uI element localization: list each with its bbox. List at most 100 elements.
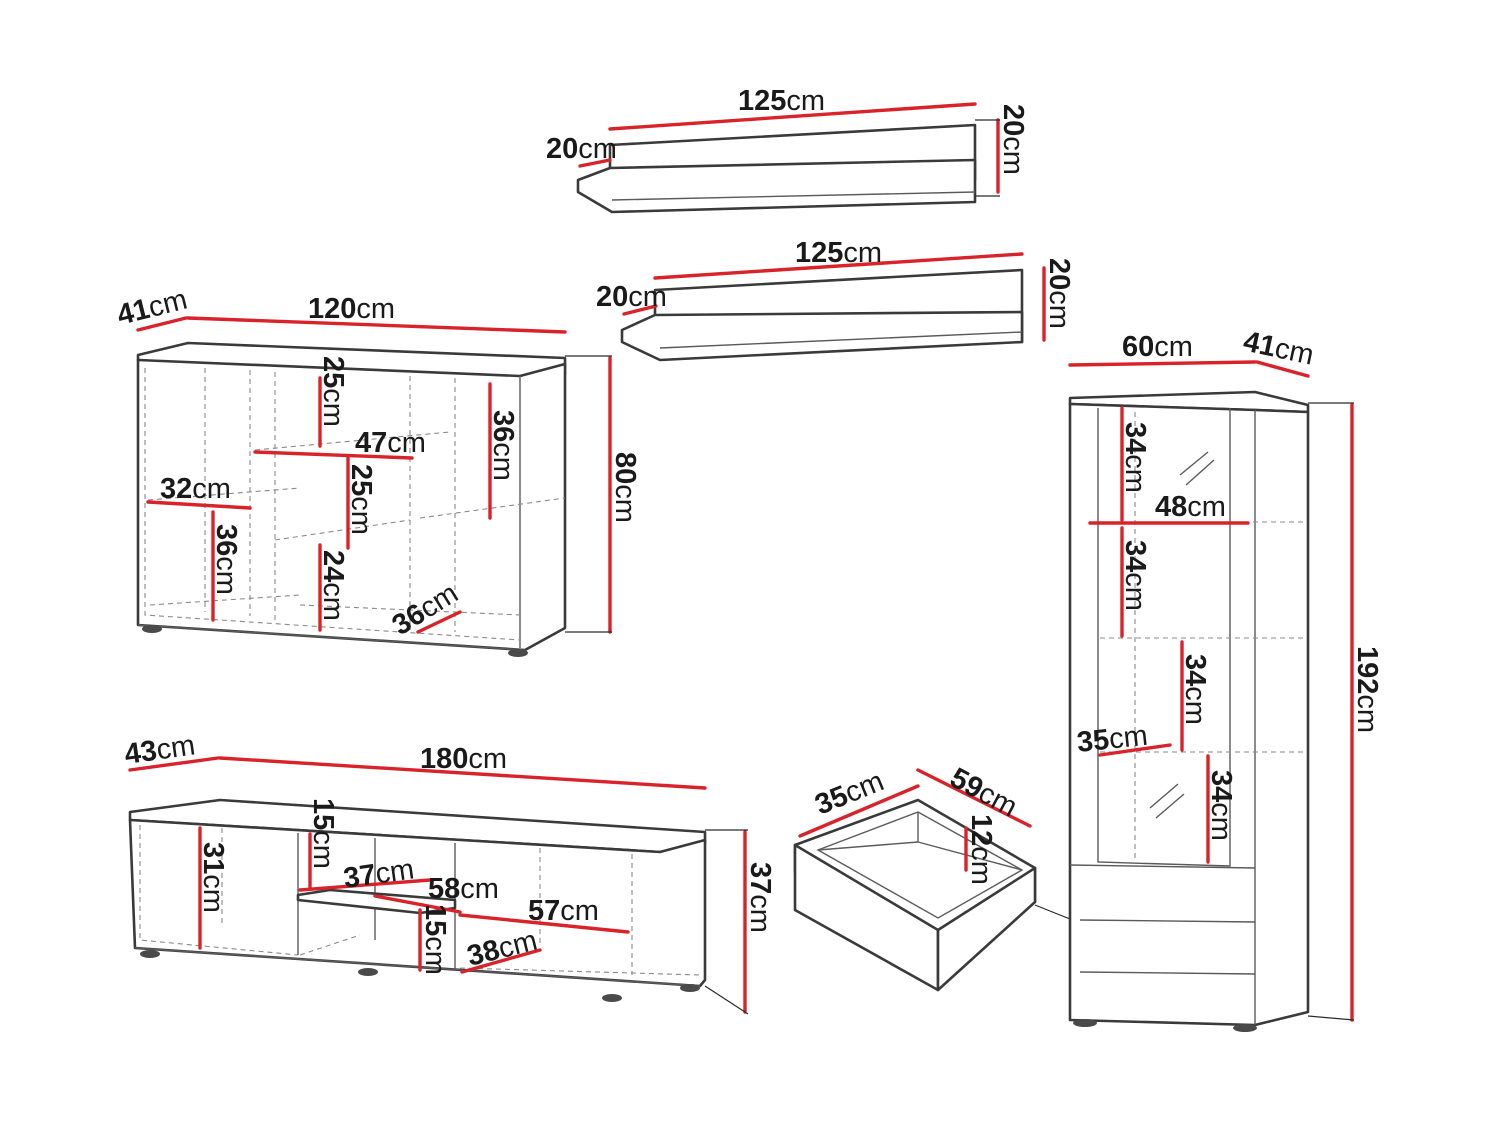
drawer: 35cm 59cm 12cm xyxy=(793,762,1161,992)
glass-reflection-4 xyxy=(1155,793,1185,819)
drawer-width-line xyxy=(916,768,1032,828)
shelf-middle-height-label: 20cm xyxy=(1043,258,1075,329)
shelf-middle-board xyxy=(620,310,1024,362)
sideboard-height-label: 80cm xyxy=(609,452,641,523)
shelf-top-board xyxy=(576,158,977,214)
sideboard-shelf-2 xyxy=(147,487,301,501)
tv-stand-middle-width-line xyxy=(373,894,462,914)
tall-cabinet-inner-depth-label: 35cm xyxy=(1075,720,1149,759)
tv-stand-inner-depth-label: 38cm xyxy=(464,925,541,973)
sideboard-left-width-label: 32cm xyxy=(160,473,231,505)
tall-cabinet-comp4-label: 34cm xyxy=(1205,770,1237,841)
tv-stand-inner-1 xyxy=(139,825,299,956)
shelf-middle-width-line xyxy=(653,252,1024,280)
shelf-top-width-label: 125cm xyxy=(738,85,825,117)
sideboard-inner-1 xyxy=(144,368,521,641)
drawer-inner-floor-2 xyxy=(917,841,1023,871)
sideboard-right-comp-label: 36cm xyxy=(487,410,519,481)
tv-stand-top-comp-label: 15cm xyxy=(307,798,339,869)
sideboard-width-label: 120cm xyxy=(308,293,395,325)
sideboard-shelf-1 xyxy=(254,431,451,451)
tall-cabinet-foot-2 xyxy=(1233,1024,1257,1032)
tv-stand-left-comp-label: 31cm xyxy=(197,842,229,913)
tv-stand-height-label: 37cm xyxy=(744,862,776,933)
drawer-depth-label: 35cm xyxy=(811,765,889,821)
shelf-middle-depth-label: 20cm xyxy=(596,281,667,313)
sideboard-middle-comp-label: 25cm xyxy=(345,464,377,535)
tall-cabinet-drawer-top xyxy=(1069,864,1256,869)
tv-stand-foot-3 xyxy=(602,994,622,1002)
drawer-side xyxy=(936,866,1037,992)
sideboard-foot-2 xyxy=(508,649,528,657)
shelf-middle-edge xyxy=(659,331,1023,349)
glass-reflection-3 xyxy=(1149,783,1179,809)
tall-cabinet-drawer-line-1 xyxy=(1079,919,1256,923)
sideboard-comp-width-line xyxy=(253,450,414,460)
sideboard-left-lower-label: 36cm xyxy=(210,524,242,595)
tall-cabinet-ext-2 xyxy=(1307,1015,1355,1021)
tv-stand-foot-1 xyxy=(140,950,160,958)
shelf-top-height-label: 20cm xyxy=(997,104,1029,175)
tall-cabinet-comp1-label: 34cm xyxy=(1119,422,1151,493)
shelf-middle-depth-line xyxy=(622,304,658,316)
shelf-top: 125cm 20cm 20cm xyxy=(546,85,1029,214)
drawer-height-label: 12cm xyxy=(965,814,997,885)
tv-stand-inner-depth-line xyxy=(460,948,542,974)
tv-stand-ext-2 xyxy=(704,985,749,1015)
tall-cabinet-width-line xyxy=(1068,360,1257,367)
tv-stand-depth-line xyxy=(128,756,220,772)
tv-stand-right-width-line xyxy=(458,913,630,934)
tall-cabinet: 60cm 41cm 192cm 34cm 48cm 34cm 34cm 35cm… xyxy=(1068,326,1383,1032)
tall-cabinet-width-label: 60cm xyxy=(1122,331,1193,363)
tv-stand-width-line xyxy=(218,756,707,790)
sideboard-shelf-6 xyxy=(299,604,521,616)
sideboard-shelf-5 xyxy=(149,594,301,606)
tv-stand-foot-2 xyxy=(358,968,378,976)
sideboard-top-comp-label: 25cm xyxy=(317,356,349,427)
glass-reflection-2 xyxy=(1185,459,1215,486)
tall-cabinet-foot-1 xyxy=(1073,1019,1097,1027)
tall-cabinet-inner-depth-line xyxy=(1098,743,1172,757)
shelf-top-edge xyxy=(611,191,976,201)
tall-cabinet-height-label: 192cm xyxy=(1351,646,1383,733)
tall-cabinet-glass xyxy=(1097,408,1231,867)
tall-cabinet-depth-label: 41cm xyxy=(1241,326,1317,372)
shelf-top-depth-label: 20cm xyxy=(546,133,617,165)
sideboard-depth-line xyxy=(136,316,188,332)
shelf-top-depth-line xyxy=(578,158,612,168)
sideboard-left-width-line xyxy=(146,500,252,510)
sideboard-shelf-3 xyxy=(419,497,566,519)
tall-cabinet-drawer-line-2 xyxy=(1079,971,1256,975)
tv-stand-depth-label: 43cm xyxy=(123,729,198,771)
sideboard-width-line xyxy=(186,316,567,334)
sideboard-lower-comp-label: 24cm xyxy=(317,550,349,621)
tall-cabinet-depth-line xyxy=(1255,360,1310,378)
drawer-depth-line xyxy=(798,784,920,838)
tall-cabinet-comp3-label: 34cm xyxy=(1179,654,1211,725)
tv-stand-comp-width-line xyxy=(298,878,432,892)
sideboard-inner-depth-line xyxy=(416,610,462,634)
shelf-middle: 125cm 20cm 20cm xyxy=(596,237,1075,362)
tv-stand-shelf-1 xyxy=(299,934,361,956)
sideboard-comp-width-label: 47cm xyxy=(355,427,426,459)
tall-cabinet-inner-width-label: 48cm xyxy=(1155,491,1226,523)
tv-stand-middle-shelf xyxy=(296,888,457,915)
tv-stand-foot-4 xyxy=(680,984,700,992)
sideboard-foot-1 xyxy=(142,625,162,633)
tv-stand-shelf-2 xyxy=(459,967,701,976)
tv-stand-width-label: 180cm xyxy=(420,743,507,775)
shelf-middle-width-label: 125cm xyxy=(795,237,882,269)
tall-cabinet-comp2-label: 34cm xyxy=(1119,540,1151,611)
tv-stand-base xyxy=(134,947,701,987)
tv-stand-right-width-label: 57cm xyxy=(528,895,599,927)
tv-stand: 180cm 43cm 37cm 31cm 15cm 37cm 58cm 57cm… xyxy=(123,729,776,1015)
tv-stand-middle-width-label: 58cm xyxy=(428,873,499,905)
sideboard-shelf-4 xyxy=(274,519,411,541)
shelf-top-width-line xyxy=(608,102,977,131)
sideboard-base xyxy=(137,624,526,651)
sideboard: 120cm 41cm 80cm 25cm 47cm 36cm 32cm 25cm… xyxy=(114,284,641,657)
drawer-inner-floor-1 xyxy=(817,841,919,851)
tv-stand-lower-comp-label: 15cm xyxy=(419,904,451,975)
